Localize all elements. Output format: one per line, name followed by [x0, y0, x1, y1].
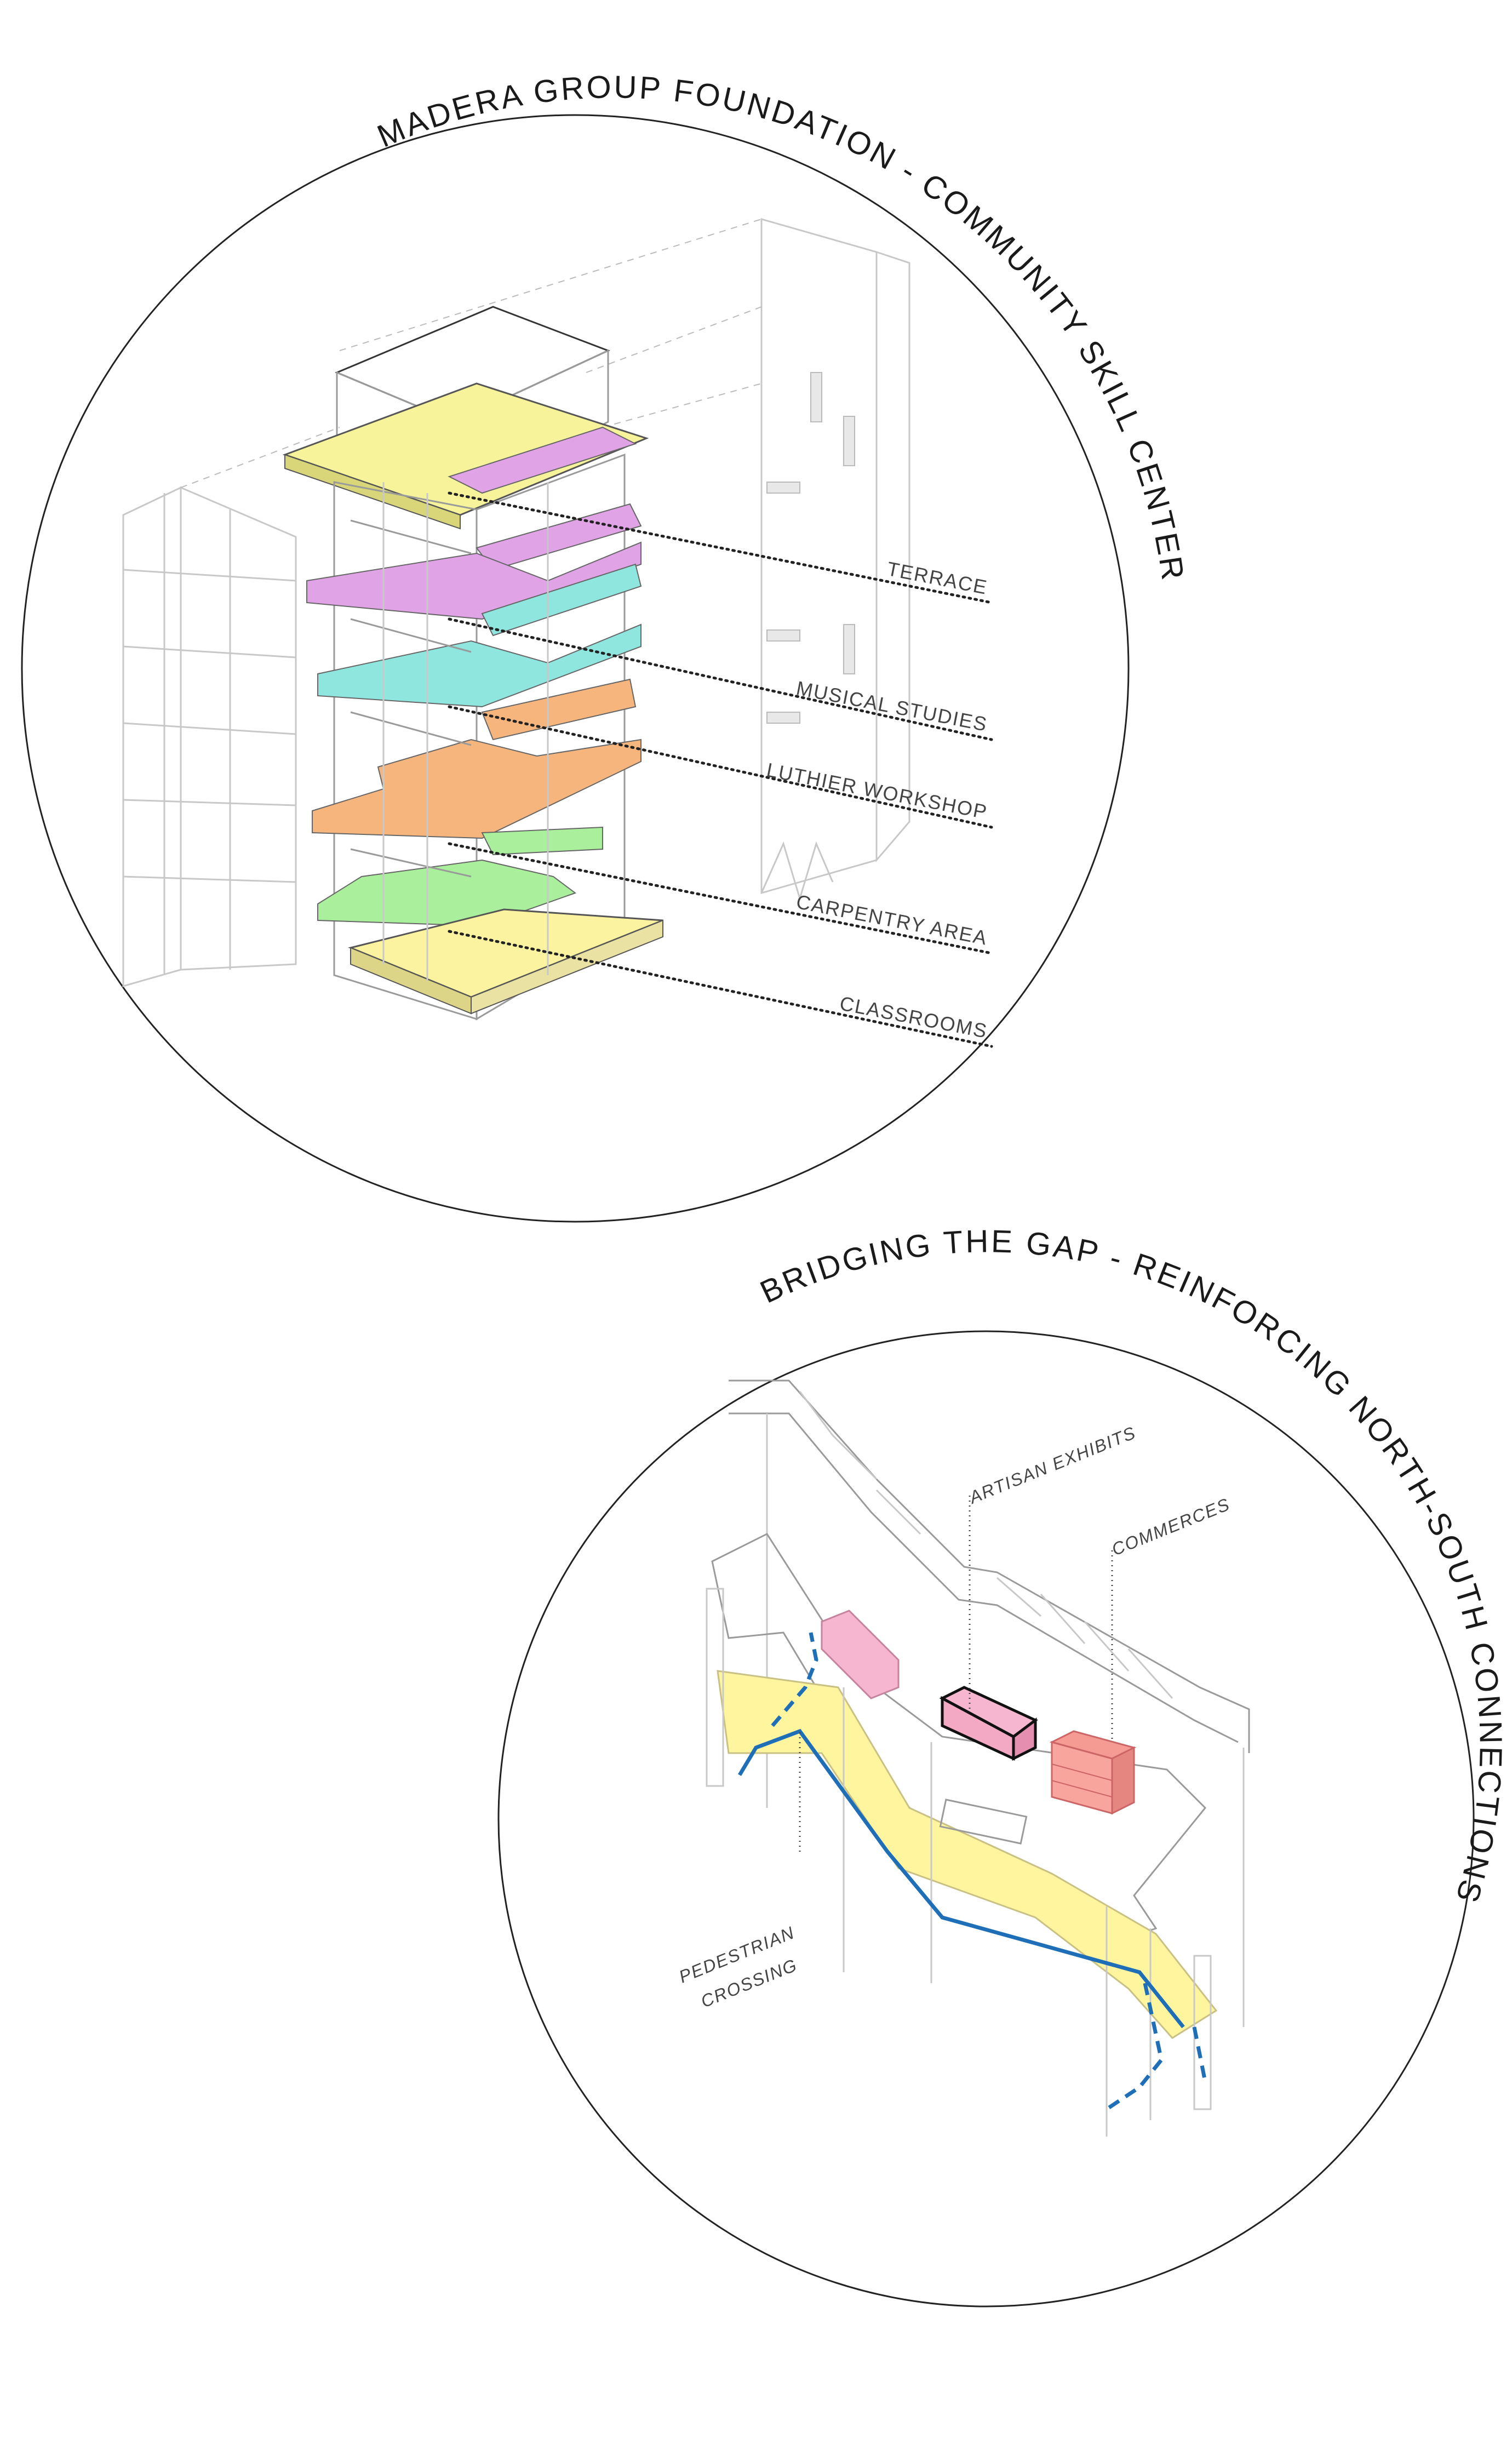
label-terrace: TERRACE	[885, 557, 989, 599]
top-frame-circle	[21, 114, 1130, 1223]
bottom-leader-lines	[799, 1496, 1113, 1852]
main-building	[282, 306, 663, 1021]
upper-floor-1	[448, 426, 637, 494]
projection-lines	[180, 219, 762, 488]
bottom-frame-circle	[497, 1330, 1475, 2308]
left-neighbor-building	[122, 486, 297, 987]
luthier-floor-1	[481, 678, 637, 741]
label-musical-studies: MUSICAL STUDIES	[794, 677, 989, 736]
luthier-floor-2	[312, 738, 642, 839]
north-south-connections-diagram: BRIDGING THE GAP - REINFORCING NORTH-SOU…	[497, 1223, 1507, 2308]
artisan-exhibit-boxes	[821, 1610, 1038, 1761]
pedestrian-walkway	[717, 1670, 1218, 2039]
label-classrooms: CLASSROOMS	[838, 992, 989, 1043]
label-commerces: COMMERCES	[1109, 1494, 1233, 1559]
top-diagram-title: MADERA GROUP FOUNDATION - COMMUNITY SKIL…	[372, 69, 1191, 584]
musical-floor-2	[317, 623, 642, 708]
community-skill-center-diagram: MADERA GROUP FOUNDATION - COMMUNITY SKIL…	[21, 69, 1191, 1223]
commerce-boxes	[1049, 1730, 1137, 1815]
right-neighbor-tower	[760, 218, 910, 902]
walkway-deck	[706, 1533, 1218, 2137]
carpentry-floor-1	[481, 826, 603, 856]
top-leader-lines	[448, 491, 993, 1048]
pedestrian-route	[737, 1632, 1207, 2111]
upper-floor-3	[306, 541, 642, 620]
label-artisan-exhibits: ARTISAN EXHIBITS	[965, 1422, 1139, 1508]
